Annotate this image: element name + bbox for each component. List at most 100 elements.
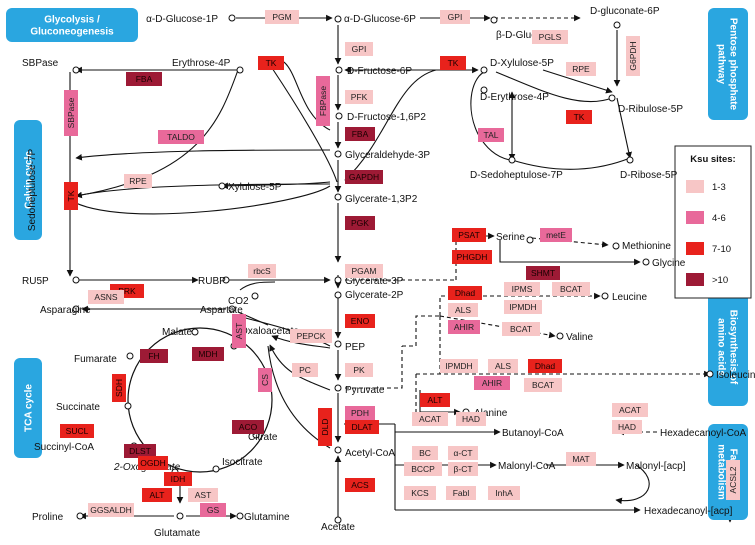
metabolite-label: Leucine <box>612 292 647 303</box>
metabolite-label: Malonyl-CoA <box>498 461 556 472</box>
enzyme-label: MAT <box>572 454 589 464</box>
metabolite-rib5p_d: D-Ribulose-5P <box>608 94 683 115</box>
enzyme-label: ACAT <box>619 405 641 415</box>
metabolite-label: D-Sedoheptulose-7P <box>470 170 563 181</box>
metabolite-hexadecanoylcoa: Hexadecanoyl-CoA <box>660 428 746 439</box>
metabolite-label: D-Ribulose-5P <box>618 104 683 115</box>
enzyme-label: PEPCK <box>297 331 326 341</box>
metabolite-ery4p: Erythrose-4P <box>172 58 244 74</box>
metabolite-label: Acetate <box>321 522 355 533</box>
enzyme-ast1: AST <box>232 314 246 348</box>
metabolite-label: Asparagine <box>40 305 91 316</box>
metabolite-xyl5p_c: Xylulose-5P <box>218 182 282 193</box>
metabolite-leucine: Leucine <box>601 292 647 303</box>
enzyme-alt2: ALT <box>420 393 450 407</box>
enzyme-shmt: SHMT <box>526 266 560 280</box>
enzyme-als1: ALS <box>448 303 478 317</box>
enzyme-label: SUCL <box>66 426 89 436</box>
enzyme-bcat2: BCAT <box>502 322 540 336</box>
enzyme-label: PRK <box>118 286 136 296</box>
enzyme-mete: metE <box>540 228 572 242</box>
metabolite-label: Glycerate-3P <box>345 276 404 287</box>
enzyme-label: TK <box>574 112 585 122</box>
enzyme-als2: ALS <box>488 359 518 373</box>
legend-item: >10 <box>686 273 728 286</box>
enzyme-label: PHGDH <box>457 252 488 262</box>
metabolite-label: Hexadecanoyl-CoA <box>660 428 746 439</box>
enzyme-label: PGM <box>272 12 291 22</box>
metabolite-label: Fumarate <box>74 354 117 365</box>
enzyme-acs: ACS <box>345 478 375 492</box>
enzyme-label: GPI <box>352 44 367 54</box>
enzyme-dhad1: Dhad <box>448 286 482 300</box>
enzyme-tk4: TK <box>64 182 78 210</box>
metabolite-label: Citrate <box>248 432 278 443</box>
metabolite-label: α-D-Glucose-6P <box>344 14 416 25</box>
metabolite-malonylacp: Malonyl-[acp] <box>626 461 686 472</box>
metabolite-label: D-Erythrose-4P <box>480 92 549 103</box>
metabolite-sed7p_d: D-Sedoheptulose-7P <box>470 156 563 181</box>
metabolite-label: Glutamate <box>154 528 201 539</box>
section-label: Calvin cycle <box>24 151 35 209</box>
enzyme-gpi1: GPI <box>440 10 470 24</box>
metabolite-label: Isocitrate <box>222 457 263 468</box>
enzyme-bct: β-CT <box>448 462 478 476</box>
enzyme-label: ALS <box>495 361 511 371</box>
metabolite-rubp: RUBP <box>198 276 230 287</box>
enzyme-label: ACO <box>239 422 258 432</box>
enzyme-label: DLD <box>320 418 330 435</box>
metabolite-acoa: Acetyl-CoA <box>334 446 395 459</box>
metabolite-label: Valine <box>566 332 593 343</box>
enzyme-mdh: MDH <box>192 347 224 361</box>
metabolite-label: Xylulose-5P <box>228 182 282 193</box>
metabolite-glutamine: Glutamine <box>236 512 290 523</box>
enzyme-label: DLST <box>129 446 151 456</box>
enzyme-mat: MAT <box>566 452 596 466</box>
metabolite-label: D-Xylulose-5P <box>490 58 554 69</box>
enzyme-idh: IDH <box>164 472 192 486</box>
enzyme-label: ENO <box>351 316 370 326</box>
metabolite-ru5p: RU5P <box>22 276 80 287</box>
enzyme-label: SDH <box>114 379 124 397</box>
enzyme-aco: ACO <box>232 420 264 434</box>
metabolite-label: Methionine <box>622 241 671 252</box>
enzyme-label: PGK <box>351 218 369 228</box>
enzyme-ast2: AST <box>188 488 218 502</box>
metabolite-a_glc6p: α-D-Glucose-6P <box>334 14 416 25</box>
section-aa: Biosynthesis ofamino acids <box>708 288 748 406</box>
enzyme-label: TK <box>448 58 459 68</box>
enzyme-label: DLAT <box>351 422 372 432</box>
enzyme-act: α-CT <box>448 446 478 460</box>
enzyme-label: BCAT <box>560 284 582 294</box>
section-pentose: Pentose phosphatepathway <box>708 8 748 120</box>
metabolite-xyl5p: D-Xylulose-5P <box>480 58 554 74</box>
section-label: Glycolysis /Gluconeogenesis <box>30 15 114 38</box>
enzyme-ipms: IPMS <box>504 282 540 296</box>
legend-label: >10 <box>712 275 728 286</box>
enzyme-fabl: Fabl <box>446 486 476 500</box>
metabolite-glcn6p: D-gluconate-6P <box>590 6 660 29</box>
enzyme-label: TK <box>66 190 76 201</box>
enzyme-acat1: ACAT <box>412 412 448 426</box>
enzyme-label: IPMDH <box>445 361 472 371</box>
enzyme-taldo: TALDO <box>158 130 204 144</box>
enzyme-label: CS <box>260 374 270 386</box>
enzyme-label: FBPase <box>318 86 328 117</box>
metabolite-label: Erythrose-4P <box>172 58 231 69</box>
enzyme-sdh: SDH <box>112 374 126 402</box>
metabolite-label: Pyruvate <box>345 385 385 396</box>
enzyme-label: ALT <box>428 395 443 405</box>
metabolite-label: Aspartate <box>200 305 243 316</box>
metabolite-aspartate: Aspartate <box>200 305 243 316</box>
metabolite-label: D-Fructose-6P <box>347 66 412 77</box>
legend-label: 1-3 <box>712 182 726 193</box>
metabolite-label: Glycerate-1,3P2 <box>345 194 418 205</box>
enzyme-acat2: ACAT <box>612 403 648 417</box>
metabolite-asparagine: Asparagine <box>40 305 91 316</box>
metabolite-pep: PEP <box>334 340 365 353</box>
enzyme-psat: PSAT <box>452 228 486 242</box>
enzyme-pgls: PGLS <box>532 30 568 44</box>
enzyme-tk1: TK <box>258 56 284 70</box>
enzyme-label: TK <box>266 58 277 68</box>
